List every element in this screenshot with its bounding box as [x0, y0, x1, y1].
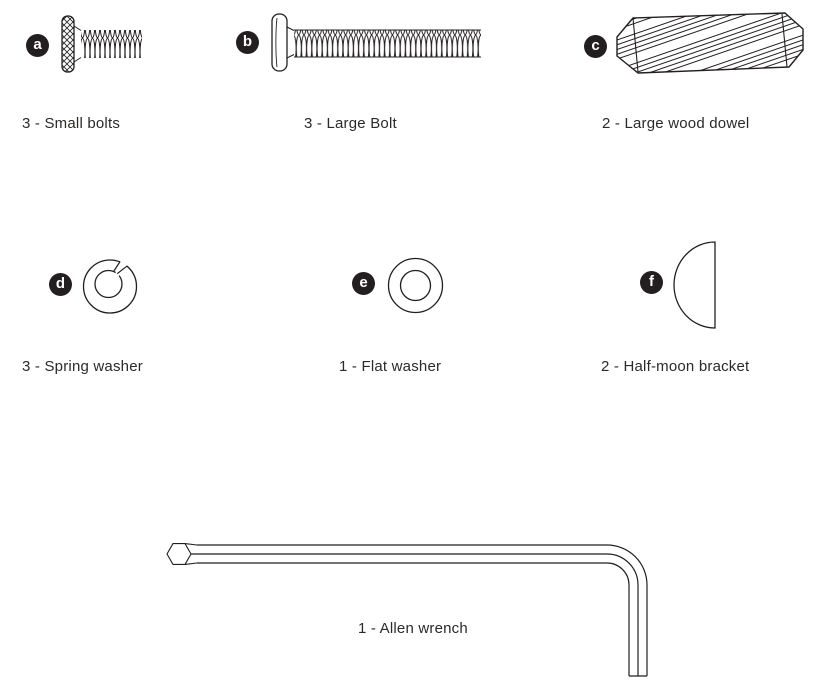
- part-badge-b: b: [236, 31, 259, 54]
- part-caption-spring-washer: 3 - Spring washer: [22, 358, 143, 375]
- half-moon-bracket-icon: [673, 241, 716, 329]
- small-bolt-icon: [61, 15, 142, 73]
- spring-washer-icon: [82, 256, 138, 314]
- part-caption-large-bolt: 3 - Large Bolt: [304, 115, 397, 132]
- part-caption-half-moon-bracket: 2 - Half-moon bracket: [601, 358, 750, 375]
- part-badge-e: e: [352, 272, 375, 295]
- part-caption-small-bolts: 3 - Small bolts: [22, 115, 121, 132]
- part-badge-d: d: [49, 273, 72, 296]
- wood-dowel-icon: [616, 12, 804, 74]
- allen-wrench-icon: [166, 543, 648, 677]
- part-caption-flat-washer: 1 - Flat washer: [339, 358, 442, 375]
- part-badge-c: c: [584, 35, 607, 58]
- part-badge-a: a: [26, 34, 49, 57]
- large-bolt-icon: [271, 13, 481, 72]
- part-badge-f: f: [640, 271, 663, 294]
- flat-washer-icon: [387, 257, 444, 314]
- part-caption-wood-dowel: 2 - Large wood dowel: [602, 115, 750, 132]
- part-caption-allen-wrench: 1 - Allen wrench: [358, 620, 468, 637]
